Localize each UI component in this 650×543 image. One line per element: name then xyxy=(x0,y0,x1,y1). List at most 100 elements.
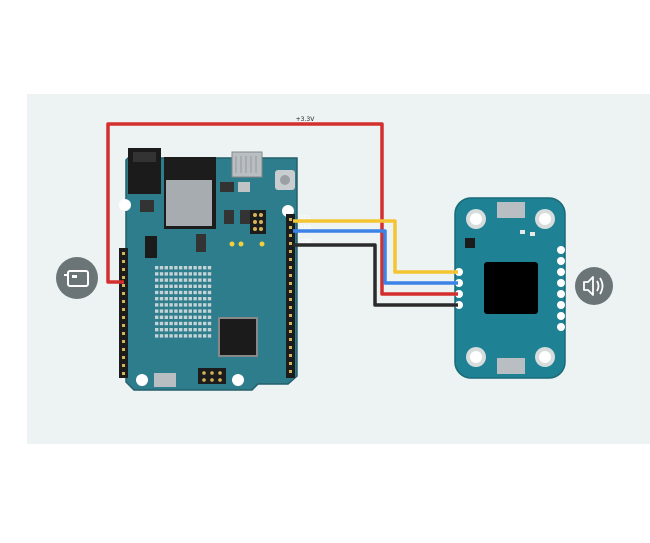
module-pad xyxy=(557,323,565,331)
matrix-led xyxy=(207,321,212,326)
matrix-led xyxy=(203,303,207,307)
matrix-led xyxy=(198,303,202,307)
matrix-led xyxy=(169,284,173,288)
header-pin xyxy=(122,348,125,351)
header-pin xyxy=(289,218,292,221)
module-qwiic-bottom xyxy=(497,358,525,374)
header-pin xyxy=(289,242,292,245)
mount-hole xyxy=(136,374,148,386)
matrix-led xyxy=(179,315,183,319)
header-pin xyxy=(122,356,125,359)
scl-label: SCL xyxy=(300,215,311,221)
matrix-led xyxy=(169,309,173,313)
header-pin xyxy=(289,266,292,269)
matrix-led xyxy=(207,278,212,282)
matrix-led xyxy=(183,290,188,295)
matrix-led xyxy=(207,309,212,313)
header-pin xyxy=(289,274,292,277)
wireless-module-shield xyxy=(166,180,212,226)
matrix-led xyxy=(193,297,197,301)
matrix-led xyxy=(193,315,197,319)
module-pad xyxy=(557,246,565,254)
matrix-led xyxy=(164,315,168,319)
header-pin xyxy=(122,308,125,311)
wires xyxy=(106,122,458,307)
left-pin-header xyxy=(119,248,128,378)
matrix-led xyxy=(207,266,212,270)
matrix-led xyxy=(169,334,173,338)
matrix-led xyxy=(159,334,164,338)
matrix-led xyxy=(188,272,192,276)
matrix-led xyxy=(203,290,207,295)
matrix-led xyxy=(198,290,202,295)
matrix-led xyxy=(155,278,159,282)
matrix-led xyxy=(198,334,202,338)
matrix-led xyxy=(159,321,164,326)
matrix-led xyxy=(198,272,202,276)
matrix-led xyxy=(164,334,168,338)
matrix-led xyxy=(155,315,159,319)
matrix-led xyxy=(179,334,183,338)
matrix-led xyxy=(203,328,207,332)
module-pad xyxy=(557,257,565,265)
matrix-led xyxy=(207,272,212,276)
matrix-led xyxy=(198,309,202,313)
matrix-led xyxy=(193,309,197,313)
header-pin xyxy=(122,332,125,335)
matrix-led xyxy=(193,290,197,295)
matrix-led xyxy=(179,284,183,288)
matrix-led xyxy=(188,328,192,332)
matrix-led xyxy=(164,278,168,282)
matrix-led xyxy=(198,321,202,326)
matrix-led xyxy=(179,303,183,307)
matrix-led xyxy=(179,266,183,270)
matrix-led xyxy=(198,266,202,270)
header-pin xyxy=(289,258,292,261)
matrix-led xyxy=(188,284,192,288)
matrix-led xyxy=(169,266,173,270)
header-pin xyxy=(289,306,292,309)
matrix-led xyxy=(174,321,178,326)
matrix-led xyxy=(198,315,202,319)
matrix-led xyxy=(164,321,168,326)
header-pin xyxy=(122,292,125,295)
header-pin xyxy=(289,234,292,237)
matrix-led xyxy=(164,290,168,295)
matrix-led xyxy=(159,284,164,288)
matrix-led xyxy=(183,328,188,332)
header-pin xyxy=(289,338,292,341)
module-qwiic-top xyxy=(497,202,525,218)
header-pin xyxy=(122,372,125,375)
matrix-led xyxy=(203,334,207,338)
matrix-led xyxy=(198,284,202,288)
power-label: +3.3V xyxy=(296,116,316,123)
matrix-led xyxy=(159,290,164,295)
matrix-led xyxy=(179,290,183,295)
matrix-led xyxy=(155,266,159,270)
module-pad xyxy=(557,279,565,287)
matrix-led xyxy=(169,328,173,332)
matrix-led xyxy=(188,334,192,338)
matrix-led xyxy=(169,315,173,319)
module-right-pads xyxy=(557,246,565,331)
header-pin xyxy=(122,340,125,343)
matrix-led xyxy=(203,309,207,313)
matrix-led xyxy=(207,303,212,307)
matrix-led xyxy=(169,272,173,276)
matrix-led xyxy=(155,297,159,301)
board-icon xyxy=(56,257,98,299)
matrix-led xyxy=(198,278,202,282)
matrix-led xyxy=(183,315,188,319)
left-pins xyxy=(122,252,125,375)
sda-label: SDA xyxy=(300,225,312,231)
header-pin xyxy=(122,300,125,303)
matrix-led xyxy=(174,290,178,295)
led-matrix xyxy=(155,266,212,338)
matrix-led xyxy=(169,290,173,295)
header-pin xyxy=(122,260,125,263)
matrix-led xyxy=(169,278,173,282)
right-pin-header xyxy=(286,214,295,378)
matrix-led xyxy=(207,297,212,301)
matrix-led xyxy=(159,297,164,301)
matrix-led xyxy=(174,303,178,307)
